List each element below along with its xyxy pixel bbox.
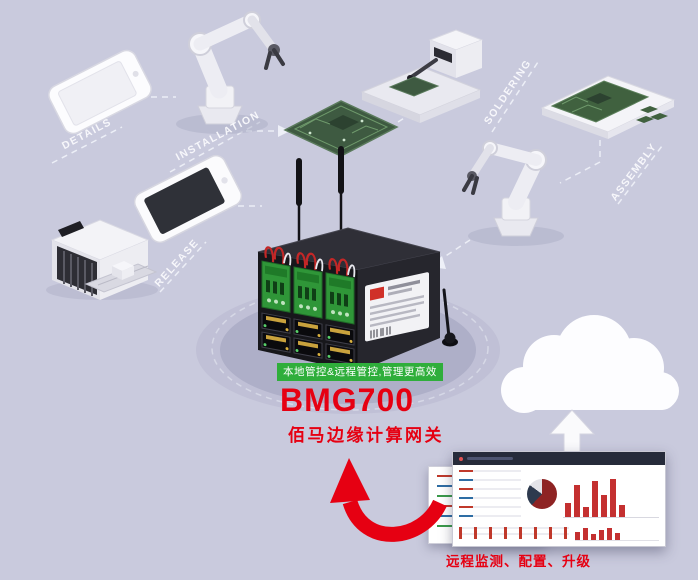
smartphone-top-left <box>48 49 152 135</box>
phone-home-button <box>132 70 139 77</box>
bar <box>583 507 589 517</box>
soldering-station <box>360 29 484 123</box>
robot-arm-top <box>176 11 285 134</box>
barcode <box>370 326 391 339</box>
bar <box>591 534 596 540</box>
bar <box>583 528 588 540</box>
bar <box>599 530 604 540</box>
bar <box>615 533 620 540</box>
product-tagline: 本地管控&远程管控,管理更高效 <box>277 363 443 381</box>
dashboard-status-row <box>459 527 569 539</box>
pcb-tray-right <box>540 75 676 139</box>
product-model: BMG700 <box>280 382 415 418</box>
bar <box>607 528 612 540</box>
dashboard-header-dot <box>459 456 463 461</box>
phone-home-button <box>221 177 228 184</box>
dashboard-header-bar <box>467 457 513 460</box>
smartphone-middle <box>133 154 243 244</box>
dashboard-table <box>459 470 521 518</box>
brand-logo <box>370 286 384 301</box>
bar <box>575 532 580 540</box>
gateway-side-label <box>365 272 429 342</box>
dashboard-pie-chart <box>527 479 557 509</box>
remote-caption: 远程监测、配置、升级 <box>446 554 591 569</box>
gateway-device <box>257 227 441 372</box>
release-machine <box>46 219 158 300</box>
bar <box>619 505 625 517</box>
cloud <box>501 315 679 413</box>
bar <box>565 503 571 517</box>
bar <box>610 479 616 517</box>
pcb-center <box>283 100 399 157</box>
robot-arm-right <box>462 140 564 246</box>
bar <box>574 485 580 517</box>
product-name: 佰马边缘计算网关 <box>288 426 444 445</box>
dashboard-bar-chart <box>563 470 659 518</box>
bar <box>601 495 607 517</box>
dashboard-bar-chart-2 <box>575 523 659 541</box>
dashboard-header <box>453 452 665 465</box>
dashboard-panel-front <box>452 451 666 547</box>
stub-antenna <box>442 288 458 347</box>
bar <box>592 481 598 517</box>
